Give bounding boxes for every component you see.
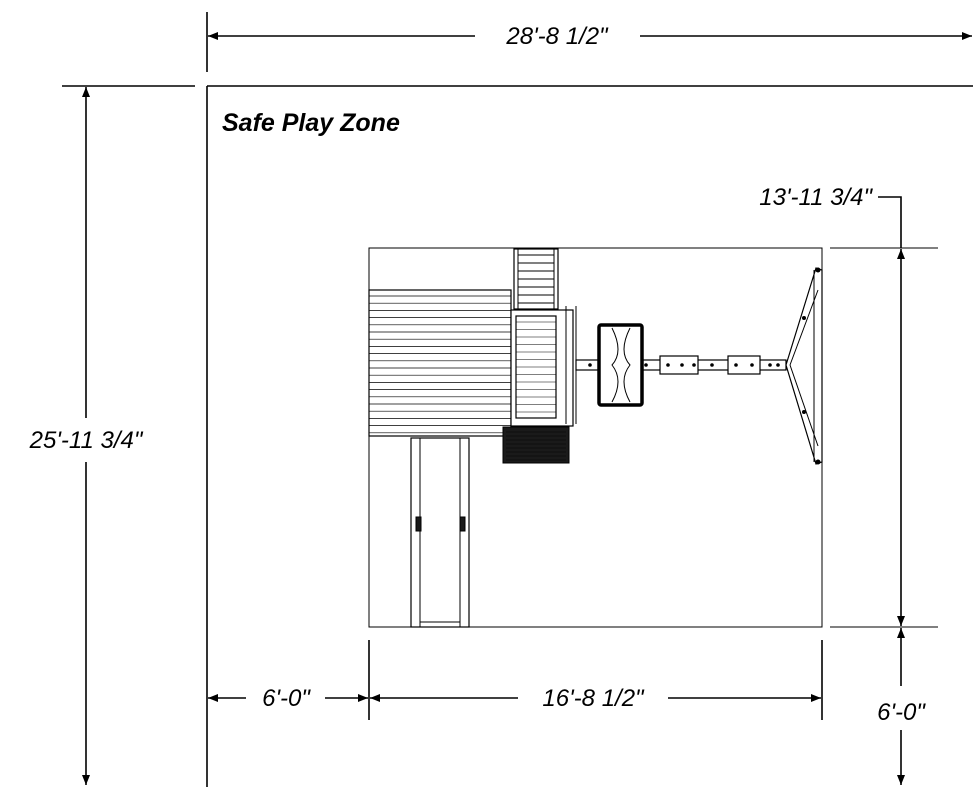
bolt-dot: [680, 363, 684, 367]
slide: [410, 437, 470, 628]
product-width-label: 16'-8 1/2": [542, 685, 645, 712]
overall-depth-label: 25'-11 3/4": [29, 427, 144, 454]
overall-depth-dimension: 25'-11 3/4": [29, 85, 195, 785]
overall-width-dimension: 28'-8 1/2": [206, 12, 972, 72]
left-clearance-label: 6'-0": [262, 685, 311, 712]
safe-play-zone-boundary: [206, 85, 973, 787]
product-depth-label: 13'-11 3/4": [759, 184, 873, 211]
left-clearance-dimension: 6'-0": [208, 640, 370, 720]
bolt-dot: [750, 363, 754, 367]
swing-seat: [597, 323, 644, 407]
bottom-clearance-label: 6'-0": [877, 699, 926, 726]
bolt-dot: [734, 363, 738, 367]
product-width-dimension: 16'-8 1/2": [370, 640, 823, 720]
roof-deck: [368, 289, 512, 437]
bolt-dot: [710, 363, 714, 367]
bolt-dot: [588, 363, 592, 367]
safe-play-zone-label: Safe Play Zone: [222, 109, 400, 137]
bolt-dot: [692, 363, 696, 367]
bottom-clearance-dimension: 6'-0": [877, 628, 926, 785]
bolt-dot: [666, 363, 670, 367]
overall-width-label: 28'-8 1/2": [505, 23, 609, 50]
tower-frame: [510, 306, 577, 427]
product-depth-dimension: 13'-11 3/4": [759, 184, 938, 628]
bolt-dot: [644, 363, 648, 367]
climbing-panel: [502, 426, 570, 464]
bolt-dot: [768, 363, 772, 367]
ladder: [513, 248, 559, 310]
bolt-dot: [776, 363, 780, 367]
a-frame: [785, 267, 823, 465]
